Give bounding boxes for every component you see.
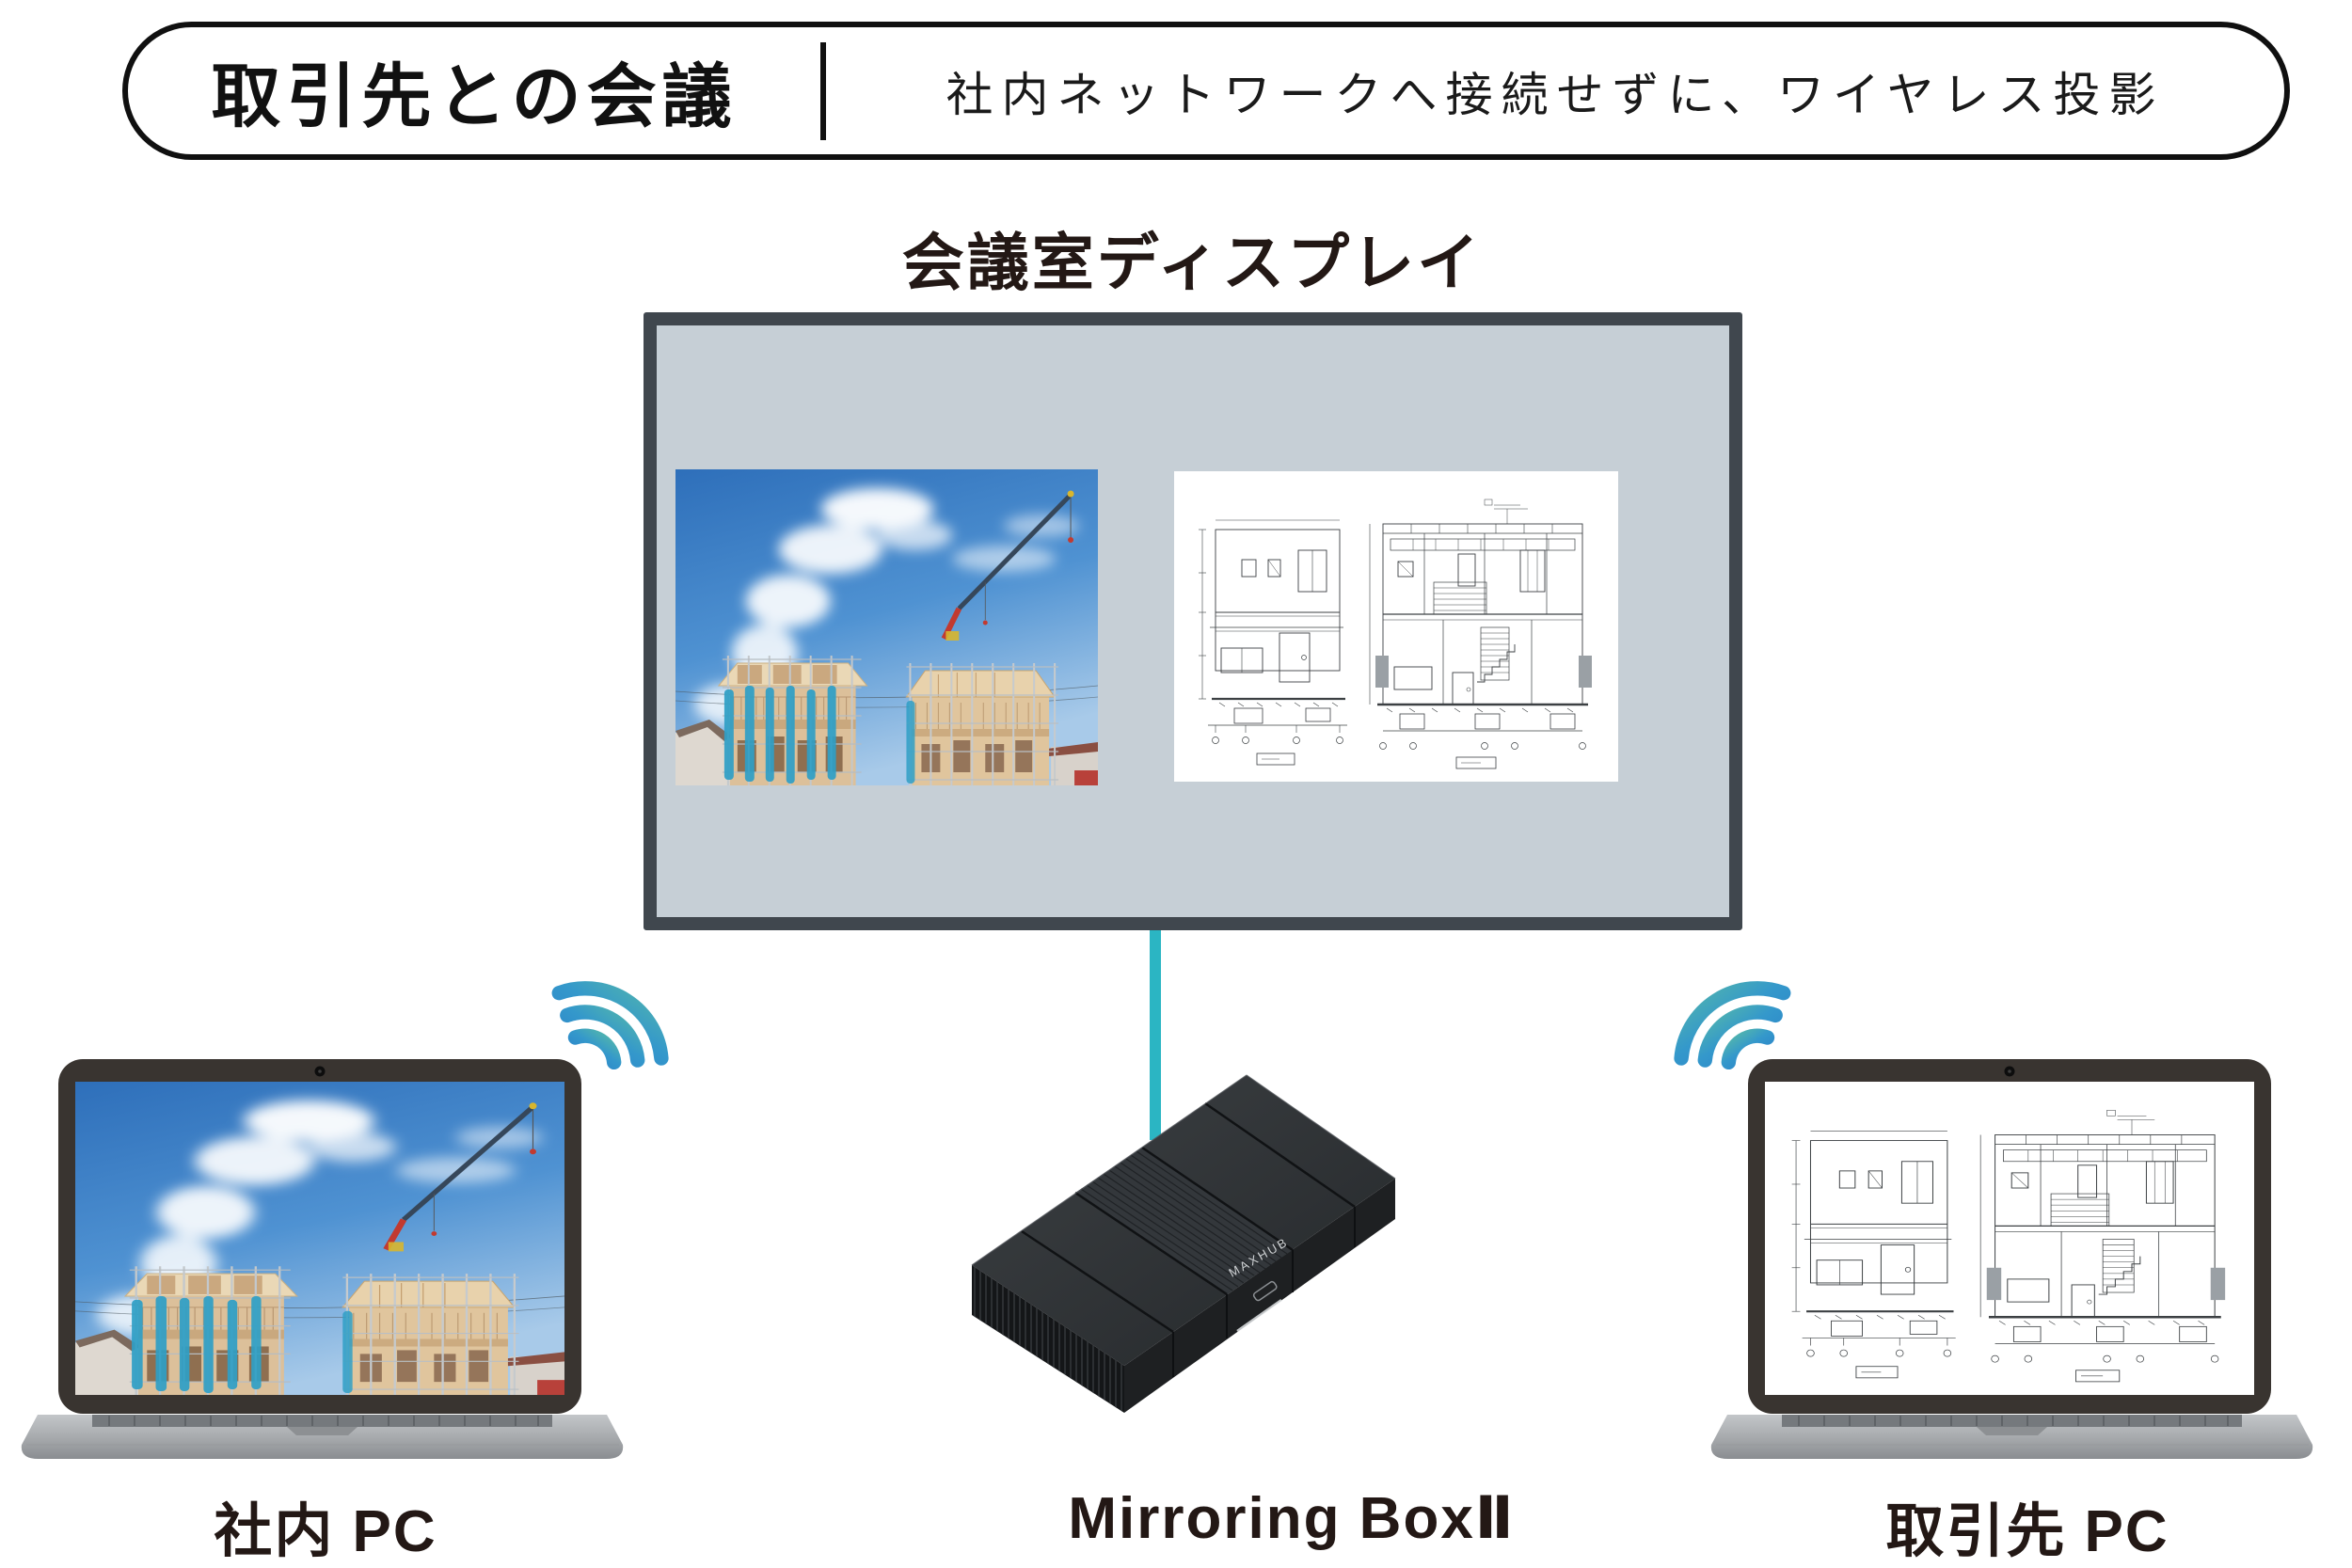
header-title: 取引先との会議 xyxy=(211,57,738,135)
wifi-signal-icon-left xyxy=(546,959,677,1091)
right-pc-label: 取引先 PC xyxy=(1885,1499,2169,1564)
left-laptop-screen xyxy=(75,1082,564,1395)
left-laptop xyxy=(21,1059,624,1459)
right-laptop-screen xyxy=(1765,1082,2254,1395)
display-blueprint xyxy=(1174,471,1618,782)
display-label: 会議室ディスプレイ xyxy=(901,228,1483,297)
right-laptop xyxy=(1710,1059,2313,1459)
header-divider xyxy=(820,41,826,140)
header-pill: 取引先との会議 社内ネットワークへ接続せずに、ワイヤレス投影 xyxy=(122,22,2290,160)
display-construction-photo xyxy=(675,469,1098,785)
mirroring-box-label: Mirroring BoxⅡ xyxy=(1068,1486,1516,1551)
connection-line xyxy=(1150,922,1161,1140)
wifi-signal-icon-right xyxy=(1665,959,1797,1091)
left-pc-label: 社内 PC xyxy=(214,1499,437,1564)
mirroring-box-device: MAXHUB xyxy=(971,1074,1396,1413)
header-subtitle: 社内ネットワークへ接続せずに、ワイヤレス投影 xyxy=(946,68,2165,121)
device-slot xyxy=(1252,1280,1278,1302)
